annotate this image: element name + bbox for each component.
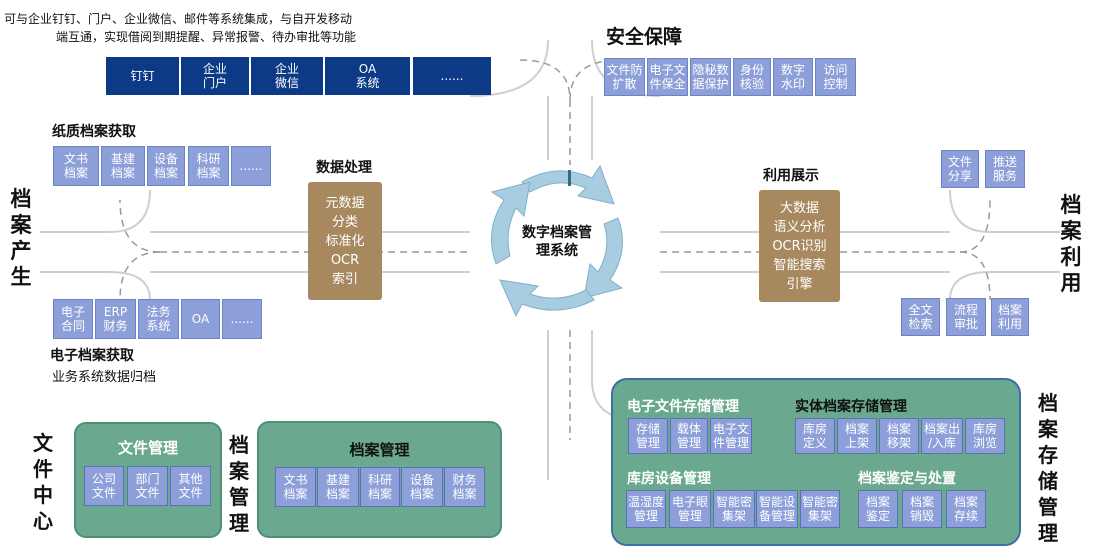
- file-center-title: 文件管理: [117, 439, 178, 457]
- e-file-storage-title: 电子文件存储管理: [627, 399, 739, 415]
- cycle-arrows-icon: [490, 164, 624, 318]
- security-item: 隐秘数 据保护: [690, 58, 731, 96]
- archive-mgmt-item: 财务 档案: [444, 467, 485, 507]
- archive-generation-label: 档案产生: [8, 186, 34, 290]
- utilization-box: 大数据 语义分析 OCR识别 智能搜索 引擎: [759, 190, 840, 302]
- electronic-item: 电子 合同: [53, 299, 93, 339]
- security-item: 数字 水印: [773, 58, 813, 96]
- electronic-item: ......: [222, 299, 262, 339]
- top-system-dingtalk: 钉钉: [106, 57, 179, 95]
- top-system-oa: OA 系统: [325, 57, 410, 95]
- file-center-label: 文件中心: [30, 430, 56, 534]
- file-center-item: 其他 文件: [170, 466, 211, 506]
- physical-storage-item: 档案 上架: [837, 418, 877, 454]
- use-top-item: 推送 服务: [985, 150, 1025, 188]
- use-bottom-item: 档案 利用: [991, 298, 1029, 336]
- equipment-item: 温湿度 管理: [626, 490, 666, 528]
- physical-storage-item: 库房 定义: [795, 418, 835, 454]
- archive-mgmt-item: 科研 档案: [360, 467, 400, 507]
- electronic-item: ERP 财务: [95, 299, 136, 339]
- use-top-item: 文件 分享: [941, 150, 979, 188]
- top-note: 可与企业钉钉、门户、企业微信、邮件等系统集成，与自开发移动 端互通，实现借阅到期…: [4, 10, 414, 46]
- archive-use-text: 档案利用: [1060, 193, 1082, 295]
- electronic-item: 法务 系统: [138, 299, 179, 339]
- paper-item: ......: [231, 146, 271, 186]
- utilization-title: 利用展示: [763, 168, 819, 184]
- archive-mgmt-item: 文书 档案: [275, 467, 316, 507]
- e-file-storage-item: 存储 管理: [628, 418, 668, 454]
- security-item: 访问 控制: [815, 58, 856, 96]
- archive-mgmt-title: 档案管理: [349, 441, 410, 459]
- equipment-item: 智能密 集架: [713, 490, 755, 528]
- equipment-item: 电子眼 管理: [669, 490, 711, 528]
- storage-label: 档案存储管理: [1035, 390, 1061, 546]
- top-note-line1: 可与企业钉钉、门户、企业微信、邮件等系统集成，与自开发移动: [4, 12, 353, 26]
- data-processing-box: 元数据 分类 标准化 OCR 索引: [308, 182, 382, 300]
- paper-item: 基建 档案: [101, 146, 145, 186]
- data-processing-title: 数据处理: [316, 160, 372, 176]
- paper-item: 设备 档案: [147, 146, 185, 186]
- archive-generation-text: 档案产生: [10, 187, 32, 289]
- archive-mgmt-item: 基建 档案: [317, 467, 359, 507]
- archive-mgmt-text: 档案管理: [229, 433, 249, 535]
- physical-storage-item: 档案出 /入库: [921, 418, 963, 454]
- physical-storage-item: 档案 移架: [879, 418, 919, 454]
- electronic-title: 电子档案获取: [50, 348, 134, 364]
- archive-mgmt-item: 设备 档案: [401, 467, 443, 507]
- e-file-storage-item: 电子文 件管理: [710, 418, 752, 454]
- top-system-more: ......: [413, 57, 491, 95]
- storage-text: 档案存储管理: [1038, 391, 1058, 545]
- appraisal-item: 档案 销毁: [902, 490, 942, 528]
- use-bottom-item: 流程 审批: [946, 298, 986, 336]
- top-system-portal: 企业 门户: [181, 57, 249, 95]
- paper-title: 纸质档案获取: [52, 124, 136, 140]
- file-center-item: 公司 文件: [84, 466, 124, 506]
- equipment-title: 库房设备管理: [627, 471, 711, 487]
- electronic-subtitle: 业务系统数据归档: [52, 370, 157, 385]
- security-item: 电子文 件保全: [647, 58, 688, 96]
- appraisal-item: 档案 鉴定: [858, 490, 898, 528]
- security-item: 身份 核验: [733, 58, 771, 96]
- archive-mgmt-label: 档案管理: [226, 432, 252, 536]
- top-note-line2: 端互通，实现借阅到期提醒、异常报警、待办审批等功能: [56, 30, 357, 44]
- equipment-item: 智能密 集架: [800, 490, 840, 528]
- security-title: 安全保障: [606, 26, 683, 48]
- archive-use-label: 档案利用: [1058, 192, 1084, 296]
- file-center-item: 部门 文件: [127, 466, 168, 506]
- center-system-title: 数字档案管 理系统: [522, 225, 592, 259]
- file-center-text: 文件中心: [33, 431, 53, 533]
- paper-item: 文书 档案: [53, 146, 99, 186]
- e-file-storage-item: 载体 管理: [670, 418, 708, 454]
- physical-storage-item: 库房 浏览: [965, 418, 1005, 454]
- paper-item: 科研 档案: [188, 146, 229, 186]
- top-system-wechat: 企业 微信: [251, 57, 323, 95]
- security-item: 文件防 扩散: [604, 58, 645, 96]
- electronic-item: OA: [181, 299, 220, 339]
- appraisal-title: 档案鉴定与处置: [858, 471, 956, 487]
- appraisal-item: 档案 存续: [946, 490, 986, 528]
- use-bottom-item: 全文 检索: [901, 298, 940, 336]
- equipment-item: 智能设 备管理: [756, 490, 798, 528]
- physical-storage-title: 实体档案存储管理: [795, 399, 907, 415]
